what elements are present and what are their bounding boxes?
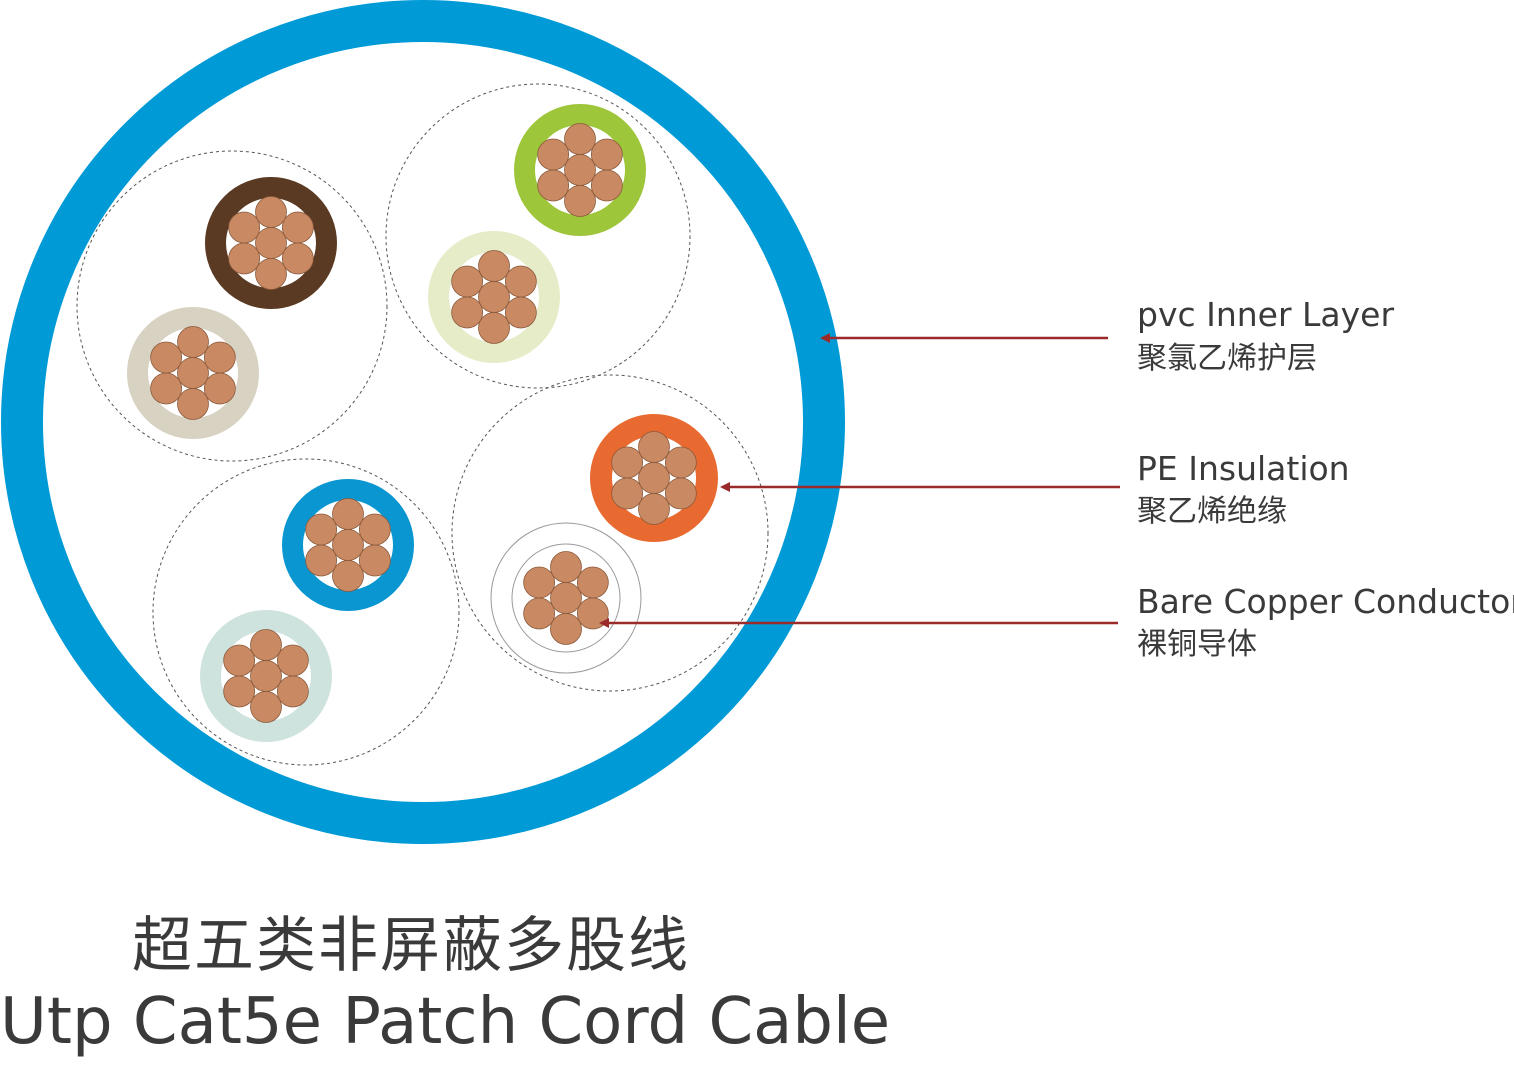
copper-strand <box>228 242 261 275</box>
copper-strand <box>203 372 236 405</box>
copper-strand <box>523 566 556 599</box>
copper-strand <box>550 582 582 614</box>
copper-strand <box>611 446 644 479</box>
copper-strand <box>550 551 582 583</box>
copper-strand <box>590 169 623 202</box>
copper-strand <box>478 250 510 282</box>
callout-pe-label-zh: 聚乙烯绝缘 <box>1137 494 1287 529</box>
copper-strand <box>223 675 256 708</box>
copper-strand <box>451 296 484 329</box>
twisted-pair-outline <box>76 150 388 462</box>
callout-copper-label: Bare Copper Conductor <box>1137 582 1514 621</box>
copper-strand <box>611 477 644 510</box>
callout-copper-label-zh: 裸铜导体 <box>1137 627 1257 662</box>
insulated-wire <box>428 231 560 363</box>
copper-strand <box>550 613 582 645</box>
copper-strand <box>255 196 287 228</box>
copper-strand <box>504 265 537 298</box>
callout-pvc-label-zh: 聚氯乙烯护层 <box>1137 341 1317 376</box>
insulated-wire <box>205 177 337 309</box>
copper-strand <box>332 498 364 530</box>
copper-strand <box>203 341 236 374</box>
cable-title-zh: 超五类非屏蔽多股线 <box>132 911 690 981</box>
brown-pair <box>76 150 388 462</box>
copper-strand <box>255 227 287 259</box>
copper-strand <box>250 660 282 692</box>
copper-strand <box>250 691 282 723</box>
copper-strand <box>177 388 209 420</box>
callout-pe-label: PE Insulation <box>1137 449 1350 488</box>
copper-strand <box>564 185 596 217</box>
copper-strand <box>150 341 183 374</box>
copper-strand <box>281 242 314 275</box>
copper-strand <box>332 560 364 592</box>
copper-strand <box>504 296 537 329</box>
copper-strand <box>564 123 596 155</box>
copper-strand <box>228 211 261 244</box>
orange-pair <box>451 374 769 692</box>
insulated-wire <box>514 104 646 236</box>
copper-strand <box>358 513 391 546</box>
cable-title-en: Utp Cat5e Patch Cord Cable <box>0 985 891 1059</box>
copper-strand <box>255 258 287 290</box>
copper-strand <box>478 281 510 313</box>
insulated-wire <box>127 307 259 439</box>
copper-strand <box>590 138 623 171</box>
copper-strand <box>281 211 314 244</box>
green-pair <box>385 83 691 389</box>
insulated-wire <box>282 479 414 611</box>
copper-strand <box>638 431 670 463</box>
copper-strand <box>576 566 609 599</box>
outer-jacket <box>1 0 845 844</box>
twisted-pair-outline <box>385 83 691 389</box>
copper-strand <box>305 513 338 546</box>
copper-strand <box>638 462 670 494</box>
copper-strand <box>177 357 209 389</box>
insulated-wire <box>590 414 718 542</box>
insulated-wire <box>490 522 642 674</box>
copper-strand <box>177 326 209 358</box>
copper-strand <box>537 169 570 202</box>
copper-strand <box>564 154 596 186</box>
twisted-pair-outline <box>152 458 460 766</box>
copper-strand <box>358 544 391 577</box>
callout-pvc-label: pvc Inner Layer <box>1137 295 1395 334</box>
copper-strand <box>664 446 697 479</box>
copper-strand <box>150 372 183 405</box>
copper-strand <box>250 629 282 661</box>
copper-strand <box>332 529 364 561</box>
copper-strand <box>305 544 338 577</box>
copper-strand <box>638 493 670 525</box>
copper-strand <box>276 675 309 708</box>
copper-strand <box>664 477 697 510</box>
copper-strand <box>576 597 609 630</box>
copper-strand <box>478 312 510 344</box>
copper-strand <box>523 597 556 630</box>
copper-strand <box>223 644 256 677</box>
copper-strand <box>451 265 484 298</box>
insulated-wire <box>200 610 332 742</box>
copper-strand <box>276 644 309 677</box>
copper-strand <box>537 138 570 171</box>
twisted-pair-outline <box>451 374 769 692</box>
blue-pair <box>152 458 460 766</box>
